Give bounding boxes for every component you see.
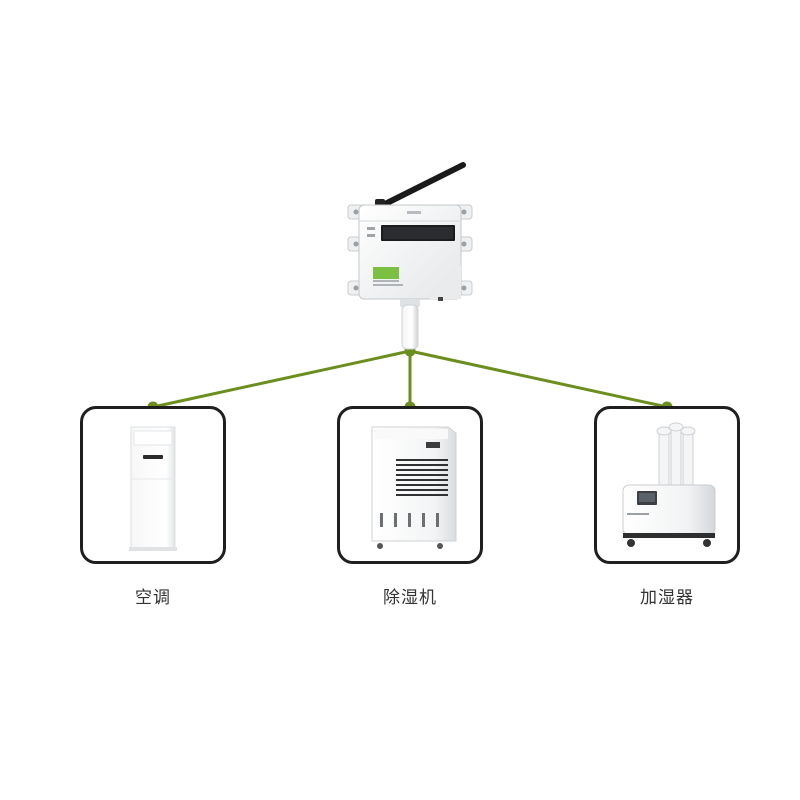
wireless-sensor-transmitter-icon <box>347 162 473 350</box>
device-label-humidifier: 加湿器 <box>640 588 694 608</box>
device-label-ac: 空调 <box>135 588 171 608</box>
dehumidifier-icon <box>371 426 457 549</box>
connector-humidifier <box>409 349 668 409</box>
air-conditioner-icon <box>129 426 177 551</box>
humidifier-icon <box>622 422 716 547</box>
device-card-ac[interactable] <box>80 406 226 564</box>
connector-ac <box>152 349 411 409</box>
device-label-dehumidifier: 除湿机 <box>383 588 437 608</box>
device-card-dehumidifier[interactable] <box>337 406 483 564</box>
device-card-humidifier[interactable] <box>594 406 740 564</box>
